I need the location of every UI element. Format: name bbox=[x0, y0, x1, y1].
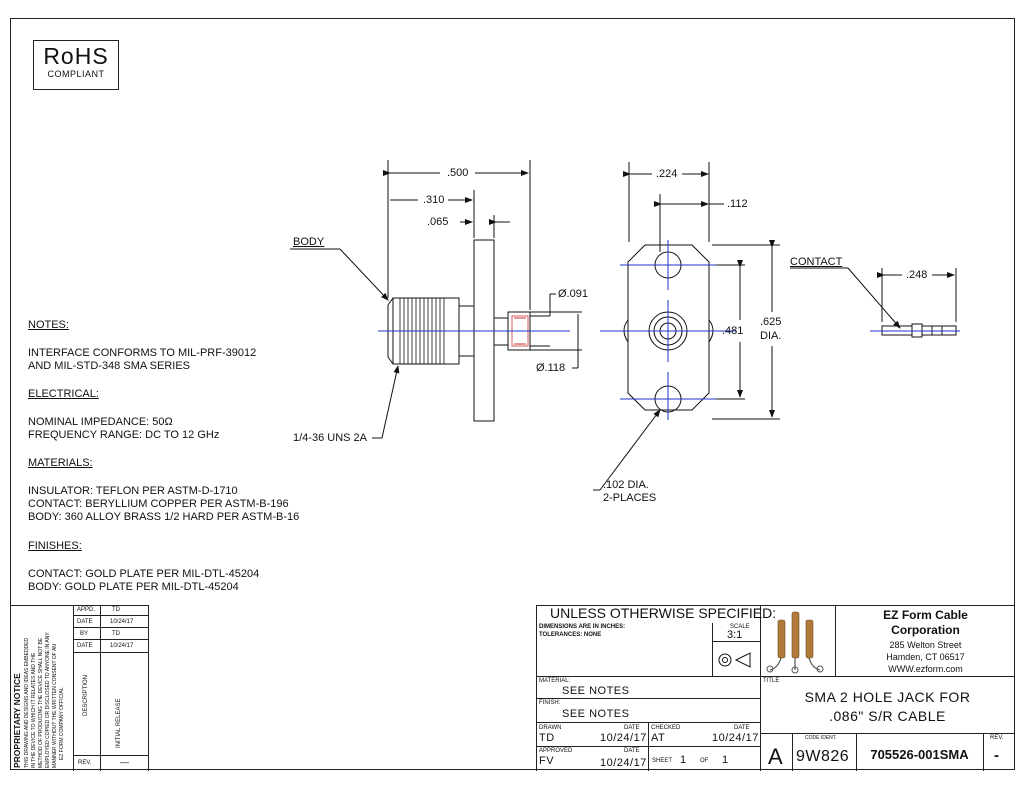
note-impedance: NOMINAL IMPEDANCE: 50Ω bbox=[28, 416, 173, 428]
note-finish-body: BODY: GOLD PLATE PER MIL-DTL-45204 bbox=[28, 581, 239, 593]
note-contact: CONTACT: BERYLLIUM COPPER PER ASTM-B-196 bbox=[28, 498, 289, 510]
note-finish-contact: CONTACT: GOLD PLATE PER MIL-DTL-45204 bbox=[28, 568, 260, 580]
hole-label-1: .102 DIA. bbox=[603, 479, 649, 491]
dim-dia-118: Ø.118 bbox=[536, 362, 566, 374]
dim-dia-091: Ø.091 bbox=[558, 288, 588, 300]
size-letter: A bbox=[768, 744, 783, 769]
centerlines bbox=[378, 240, 960, 420]
dim-224: .224 bbox=[656, 168, 678, 180]
drawing-border bbox=[10, 18, 1015, 770]
sheet-label: SHEET bbox=[652, 758, 673, 764]
approved-date-label: DATE bbox=[624, 748, 640, 754]
front-view bbox=[593, 162, 780, 491]
material-label: MATERIAL: bbox=[539, 678, 571, 684]
dim-310: .310 bbox=[423, 194, 445, 206]
date-value-1: 10/24/17 bbox=[110, 619, 134, 625]
tolerances-note: TOLERANCES: NONE bbox=[539, 632, 602, 638]
proprietary-line-6: EZ FORM COMPANY OFFICIAL bbox=[59, 687, 65, 760]
by-label: BY bbox=[80, 631, 89, 637]
rev-label: REV. bbox=[78, 760, 92, 766]
body-label: BODY bbox=[293, 236, 325, 248]
of-label: OF bbox=[700, 758, 709, 764]
scale-label: SCALE bbox=[730, 624, 750, 630]
checked-value: AT bbox=[651, 732, 666, 744]
approved-label: APPROVED bbox=[539, 748, 573, 754]
drawing-title-1: SMA 2 HOLE JACK FOR bbox=[804, 689, 971, 705]
notes-heading: NOTES: bbox=[28, 319, 69, 331]
title-block bbox=[536, 605, 1015, 771]
finish-value: SEE NOTES bbox=[562, 708, 630, 720]
drawn-date-label: DATE bbox=[624, 725, 640, 731]
note-body: BODY: 360 ALLOY BRASS 1/2 HARD PER ASTM-… bbox=[28, 511, 300, 523]
drawn-value: TD bbox=[539, 732, 555, 744]
code-ident-label: CODE IDENT. bbox=[805, 735, 837, 741]
dim-065: .065 bbox=[427, 216, 449, 228]
scale-value: 3:1 bbox=[727, 629, 743, 641]
checked-date-label: DATE bbox=[734, 725, 750, 731]
thread-label: 1/4-36 UNS 2A bbox=[293, 432, 367, 444]
checked-label: CHECKED bbox=[651, 725, 681, 731]
company-address-1: 285 Welton Street bbox=[889, 640, 962, 650]
title-rev-value: - bbox=[994, 747, 999, 764]
proprietary-line-1: THIS DRAWING AND DESIGNS AND IDEAS EMBED… bbox=[24, 637, 30, 768]
contact-label: CONTACT bbox=[790, 256, 843, 268]
appd-label: APPD. bbox=[77, 607, 96, 613]
date-label-1: DATE bbox=[77, 619, 93, 625]
company-name-1: EZ Form Cable bbox=[883, 608, 968, 622]
dim-248: .248 bbox=[906, 269, 928, 281]
part-number: 705526-001SMA bbox=[870, 747, 969, 762]
description-label: DESCRIPTION bbox=[83, 674, 89, 716]
title-label: TITLE bbox=[763, 678, 780, 684]
materials-heading: MATERIALS: bbox=[28, 457, 93, 469]
checked-date: 10/24/17 bbox=[712, 732, 759, 744]
by-value: TD bbox=[112, 631, 120, 637]
proprietary-line-2: IN THE DEVICE TO WHICH IT RELATES AND TH… bbox=[31, 652, 37, 768]
rohs-badge: RoHS COMPLIANT bbox=[33, 40, 119, 90]
drawing-title-2: .086" S/R CABLE bbox=[829, 708, 946, 724]
company-website: WWW.ezform.com bbox=[888, 664, 963, 674]
rohs-title: RoHS bbox=[43, 43, 109, 69]
revision-block bbox=[10, 605, 149, 771]
proprietary-line-4: EMPLOYED COPIED OR DISCLOSED TO ANYONE I… bbox=[45, 632, 51, 768]
proprietary-line-5: MANNER WITHOUT THE WRITTEN CONSENT OF AN bbox=[52, 644, 58, 768]
dim-625-dia: DIA. bbox=[760, 330, 782, 342]
electrical-heading: ELECTRICAL: bbox=[28, 388, 99, 400]
date-label-2: DATE bbox=[77, 643, 93, 649]
proprietary-title: PROPRIETARY NOTICE bbox=[12, 673, 22, 768]
finish-label: FINISH: bbox=[539, 700, 561, 706]
note-frequency: FREQUENCY RANGE: DC TO 12 GHz bbox=[28, 429, 220, 441]
proprietary-line-3: METHOD OF PRODUCING THE DEVICE SHALL NOT… bbox=[38, 637, 44, 768]
approved-value: FV bbox=[539, 755, 555, 767]
finishes-heading: FINISHES: bbox=[28, 540, 82, 552]
appd-value: TD bbox=[112, 607, 120, 613]
date-value-2: 10/24/17 bbox=[110, 643, 134, 649]
contact-view bbox=[790, 267, 957, 338]
rohs-subtitle: COMPLIANT bbox=[47, 69, 105, 79]
drawn-date: 10/24/17 bbox=[600, 732, 647, 744]
material-value: SEE NOTES bbox=[562, 685, 630, 697]
dim-500: .500 bbox=[447, 167, 469, 179]
dim-481: .481 bbox=[722, 325, 744, 337]
company-address-2: Hamden, CT 06517 bbox=[886, 652, 965, 662]
code-ident: 9W826 bbox=[796, 748, 850, 765]
dim-112: .112 bbox=[727, 198, 748, 210]
note-interface-1: INTERFACE CONFORMS TO MIL-PRF-39012 bbox=[28, 347, 257, 359]
of-value: 1 bbox=[722, 754, 729, 766]
dim-625: .625 bbox=[760, 316, 782, 328]
rev-value: — bbox=[120, 757, 129, 767]
sheet-value: 1 bbox=[680, 754, 687, 766]
note-insulator: INSULATOR: TEFLON PER ASTM-D-1710 bbox=[28, 485, 238, 497]
note-interface-2: AND MIL-STD-348 SMA SERIES bbox=[28, 360, 190, 372]
approved-date: 10/24/17 bbox=[600, 757, 647, 769]
company-name-2: Corporation bbox=[891, 623, 960, 637]
description-value: INITIAL RELEASE bbox=[116, 698, 122, 748]
drawn-label: DRAWN bbox=[539, 725, 562, 731]
dims-note: DIMENSIONS ARE IN INCHES: bbox=[539, 624, 626, 630]
unless-heading: UNLESS OTHERWISE SPECIFIED: bbox=[550, 605, 777, 621]
hole-label-2: 2-PLACES bbox=[603, 492, 657, 504]
title-rev-label: REV. bbox=[990, 735, 1004, 741]
